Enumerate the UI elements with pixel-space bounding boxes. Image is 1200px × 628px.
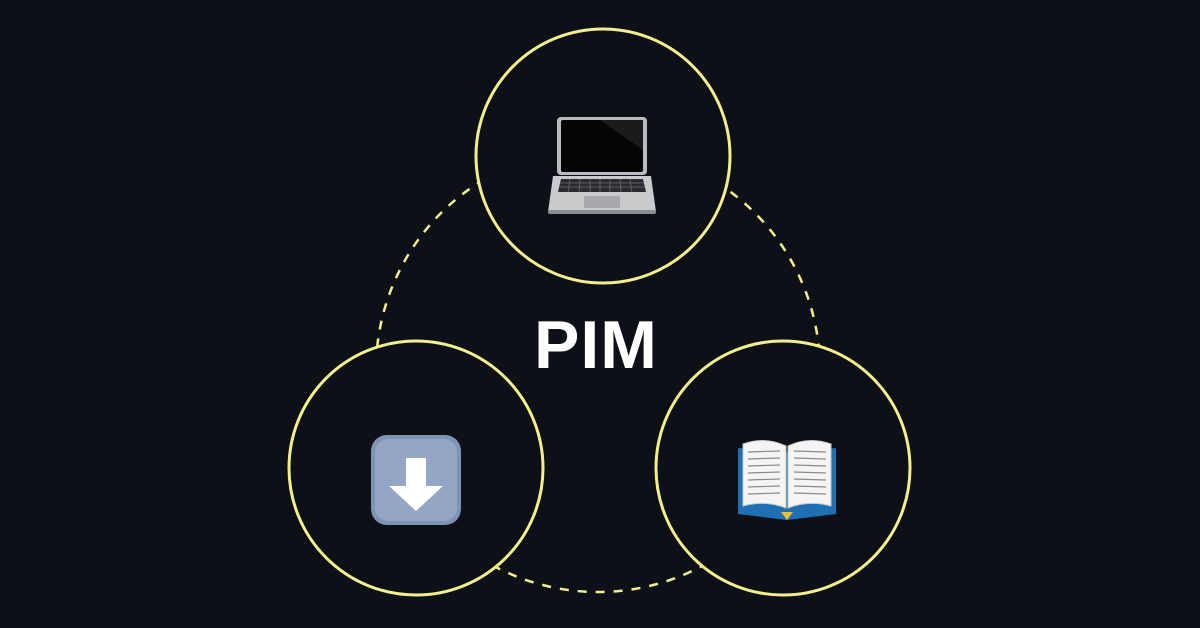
node-top [474,27,732,285]
down-arrow-icon [371,435,461,525]
center-title: PIM [534,307,658,383]
laptop-icon [548,117,656,214]
node-right-ring [654,339,912,597]
open-book-icon [738,440,836,520]
node-top-ring [474,27,732,285]
node-right [654,339,912,597]
node-left [287,339,545,597]
node-left-ring [287,339,545,597]
